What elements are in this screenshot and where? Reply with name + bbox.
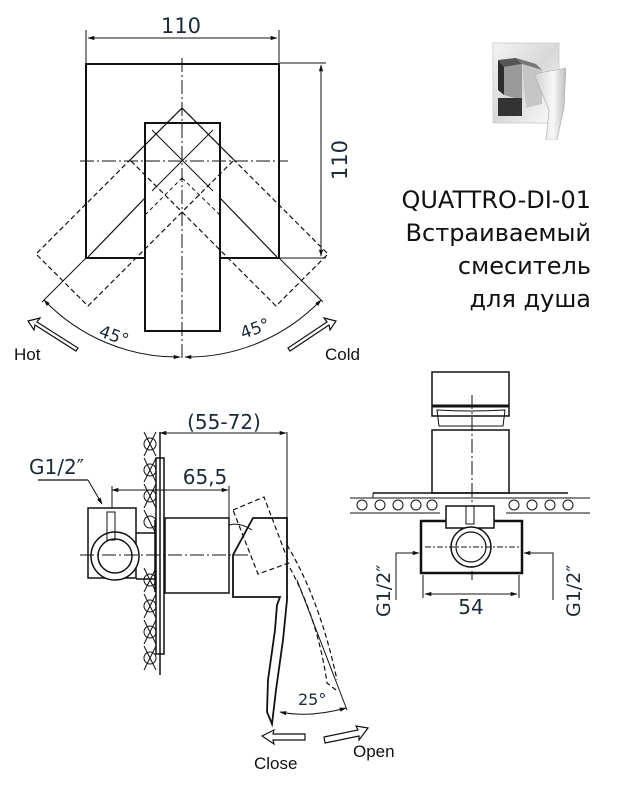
front-height-dim: 110 [328,140,352,180]
hot-label: Hot [14,345,41,364]
bottom-spacing-dim: 54 [458,595,483,619]
front-width-dim: 110 [161,14,201,38]
cold-arrow-icon [287,317,337,352]
angle-right-label: 45° [238,315,273,344]
product-description-line1: Встраиваемый [405,219,591,247]
open-label: Open [353,742,395,761]
wall-section [143,431,161,675]
side-thread-label: G1/2″ [29,455,84,479]
product-title-block: QUATTRO-DI-01 Встраиваемый смеситель для… [401,184,591,316]
depth-range-dim: (55-72) [187,410,261,434]
hot-arrow-icon [27,317,79,352]
product-model: QUATTRO-DI-01 [401,186,591,214]
bottom-thread-right: G1/2″ [563,565,585,617]
product-description-line3: для душа [469,285,591,313]
close-label: Close [254,754,297,773]
close-arrow-icon [260,728,306,746]
cold-label: Cold [325,345,360,364]
bottom-thread-left: G1/2″ [373,565,395,617]
body-depth-dim: 65,5 [183,465,228,489]
angle-left-label: 45° [96,322,131,351]
handle-angle-label: 25° [298,690,326,709]
product-photo [492,42,566,140]
open-arrow-icon [323,725,370,744]
product-description-line2: смеситель [457,252,591,280]
